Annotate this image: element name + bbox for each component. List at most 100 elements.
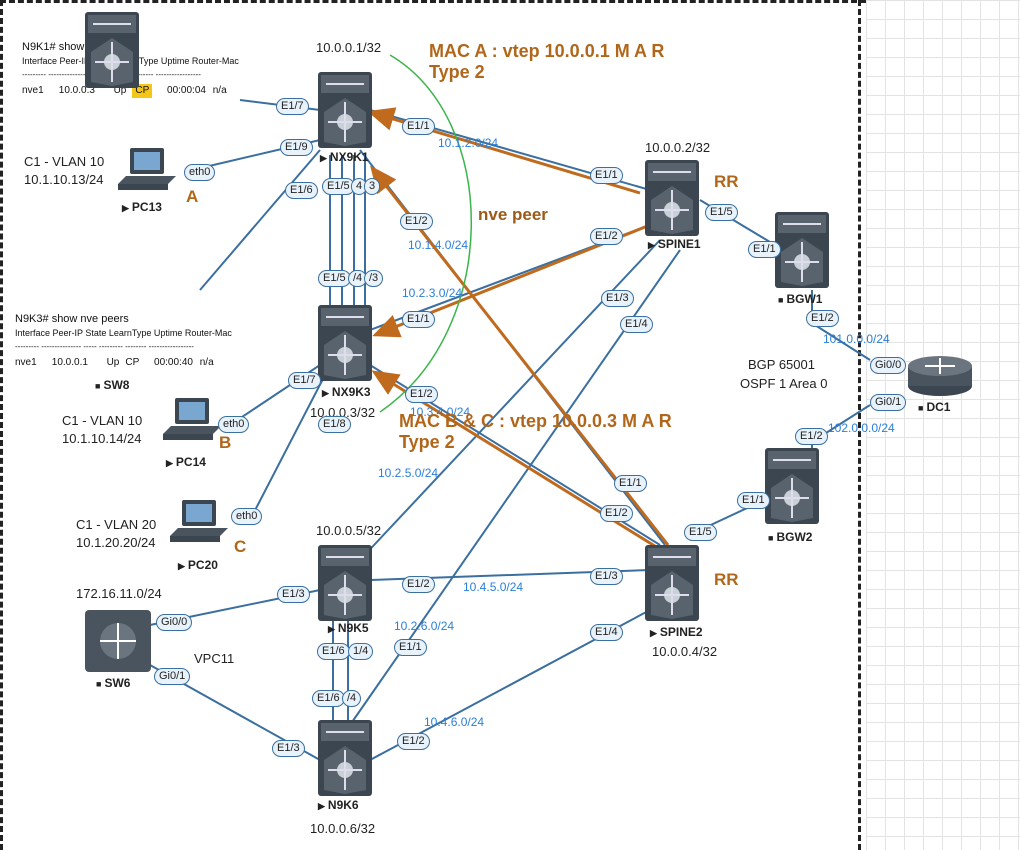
net-label: 10.3.4.0/24	[410, 405, 471, 419]
port-label: E1/2	[590, 228, 623, 245]
nx9k3-label: ▶NX9K3	[322, 385, 371, 399]
nx9k1-icon	[317, 71, 373, 149]
port-label: eth0	[184, 164, 216, 181]
peer-uptime: 00:00:04	[167, 85, 206, 96]
rr-spine2: RR	[714, 570, 739, 589]
peer-learn-type: CP	[125, 357, 140, 368]
ospf-label: OSPF 1 Area 0	[740, 376, 828, 391]
port-label: E1/7	[276, 98, 309, 115]
port-label: /3	[364, 270, 384, 287]
bgw2-icon	[764, 447, 820, 525]
port-label: /4	[342, 690, 362, 707]
pc20-icon	[170, 500, 228, 542]
sw6-icon	[85, 610, 151, 672]
port-label: 3	[364, 178, 381, 195]
net-label: 10.2.6.0/24	[394, 619, 455, 633]
port-label: E1/3	[277, 586, 310, 603]
port-label: E1/6	[317, 643, 350, 660]
frame-right-border	[858, 0, 861, 850]
link-pc20-nx9k3	[249, 374, 326, 521]
net-label: 10.1.2.0/24	[438, 136, 499, 150]
port-label: E1/1	[748, 241, 781, 258]
net-label: 10.2.3.0/24	[402, 286, 463, 300]
spine2-icon	[644, 544, 700, 622]
port-label: E1/3	[272, 740, 305, 757]
peer-ip: 10.0.0.1	[51, 357, 88, 368]
port-label: E1/3	[601, 290, 634, 307]
port-label: E1/6	[285, 182, 318, 199]
port-label: E1/1	[402, 118, 435, 135]
peer-ip: 10.0.0.3	[58, 85, 95, 96]
net-label: 172.16.11.0/24	[76, 586, 162, 601]
pc14-label: ▶PC14	[166, 455, 206, 469]
spine1-icon	[644, 159, 700, 237]
port-label: Gi0/0	[870, 357, 907, 374]
bgw2-label: ■BGW2	[768, 530, 813, 544]
pc20-label: ▶PC20	[178, 558, 218, 572]
net-label: 101.0.0.0/24	[823, 332, 890, 346]
pc14-ip: 10.1.10.14/24	[62, 431, 142, 446]
port-label: Gi0/1	[870, 394, 907, 411]
port-label: E1/5	[705, 204, 738, 221]
port-label: E1/2	[795, 428, 828, 445]
n9k6-label: ▶N9K6	[318, 798, 359, 812]
port-label: E1/2	[600, 505, 633, 522]
port-label: E1/2	[405, 386, 438, 403]
spine1-addr: 10.0.0.2/32	[645, 140, 711, 155]
grid-background	[866, 0, 1020, 850]
nve-peer-label: nve peer	[478, 205, 548, 224]
nx9k1-addr: 10.0.0.1/32	[316, 40, 382, 55]
pc13-label: ▶PC13	[122, 200, 162, 214]
pc20-vlan: C1 - VLAN 20	[76, 517, 157, 532]
net-label: 10.2.5.0/24	[378, 466, 439, 480]
peer-rmac: n/a	[212, 85, 227, 96]
port-label: E1/6	[312, 690, 345, 707]
sw6-label: ■SW6	[96, 676, 131, 690]
n9k5-addr: 10.0.0.5/32	[316, 523, 382, 538]
pc13-vlan: C1 - VLAN 10	[24, 154, 105, 169]
nx9k1-label: ▶NX9K1	[320, 150, 369, 164]
net-label: 10.1.4.0/24	[408, 238, 469, 252]
spine2-addr: 10.0.0.4/32	[652, 644, 718, 659]
port-label: E1/3	[590, 568, 623, 585]
port-label: E1/9	[280, 139, 313, 156]
port-label: E1/2	[806, 310, 839, 327]
port-label: E1/1	[402, 311, 435, 328]
port-label: E1/5	[318, 270, 351, 287]
port-label: E1/2	[400, 213, 433, 230]
port-label: Gi0/1	[154, 668, 191, 685]
n9k6-addr: 10.0.0.6/32	[310, 821, 376, 836]
port-label: E1/8	[318, 416, 351, 433]
peer-state: Up	[106, 357, 120, 368]
bgw1-icon	[774, 211, 830, 289]
dc1-router-icon	[908, 356, 972, 396]
port-label: E1/5	[684, 524, 717, 541]
net-label: 102.0.0.0/24	[828, 421, 895, 435]
spine1-label: ▶SPINE1	[648, 237, 701, 251]
peer-iface: nve1	[22, 85, 44, 96]
port-label: eth0	[218, 416, 250, 433]
pc13-ip: 10.1.10.13/24	[24, 172, 104, 187]
port-label: 1/4	[348, 643, 374, 660]
port-label: E1/1	[590, 167, 623, 184]
port-label: E1/7	[288, 372, 321, 389]
console-nx9k3: N9K3# show nve peers Interface Peer-IP S…	[15, 312, 305, 370]
port-label: E1/4	[590, 624, 623, 641]
console-title: N9K3# show nve peers	[15, 313, 129, 325]
port-label: E1/2	[402, 576, 435, 593]
port-label: E1/4	[620, 316, 653, 333]
port-label: Gi0/0	[156, 614, 193, 631]
frame-top-border	[0, 0, 866, 3]
bgw1-label: ■BGW1	[778, 292, 823, 306]
link-bgw1-dc1	[814, 324, 871, 361]
peer-rmac: n/a	[199, 357, 214, 368]
nx9k3-icon	[317, 304, 373, 382]
port-label: E1/1	[614, 475, 647, 492]
peer-iface: nve1	[15, 357, 37, 368]
dc1-label: ■DC1	[918, 400, 951, 414]
console-header: Interface Peer-IP State LearnType Uptime…	[15, 328, 232, 338]
port-label: E1/5	[322, 178, 355, 195]
net-label: 10.4.5.0/24	[463, 580, 524, 594]
